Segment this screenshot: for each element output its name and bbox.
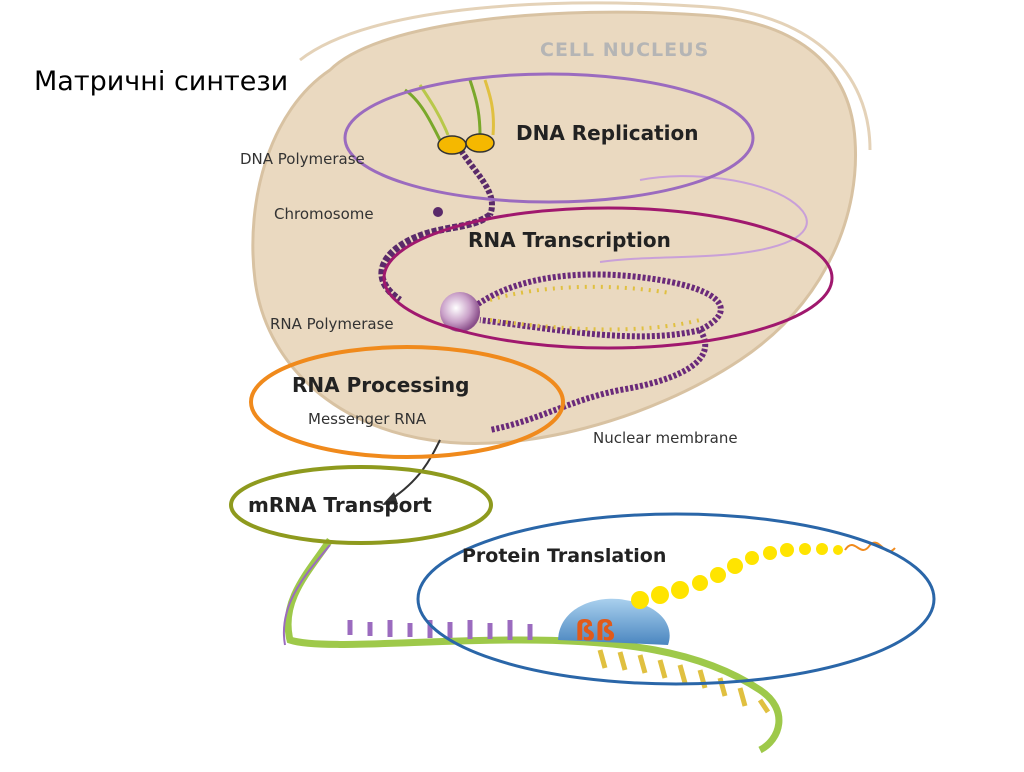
chromosome-label: Chromosome [274, 205, 374, 223]
nuclear-membrane-label: Nuclear membrane [593, 429, 738, 447]
mrna-export-arrowhead [382, 492, 398, 505]
protein-translation-label: Protein Translation [462, 545, 666, 567]
rna-polymerase-label: RNA Polymerase [270, 315, 394, 333]
nucleus-outer-contour [299, 1, 872, 151]
rna-transcription-label: RNA Transcription [468, 228, 671, 252]
transcription-bubble [468, 271, 724, 340]
dna-tail [489, 328, 709, 433]
chromosome-marker [433, 207, 443, 217]
rna-processing-label: RNA Processing [292, 373, 469, 397]
dna-polymerase-enzyme [437, 133, 495, 155]
polypeptide-chain [631, 543, 843, 609]
messenger-rna-label: Messenger RNA [308, 410, 427, 428]
cell-nucleus-label: CELL NUCLEUS [540, 39, 709, 61]
membrane-strand [599, 175, 808, 263]
page-title: Матричні синтези [34, 66, 288, 97]
rna-processing-ring [249, 345, 565, 459]
mrna-transport-ring [229, 465, 493, 545]
dna-replication-ring [343, 72, 755, 204]
trna-molecules: ßß [575, 614, 615, 647]
rna-polymerase-enzyme [440, 292, 480, 332]
dna-polymerase-label: DNA Polymerase [240, 150, 365, 168]
dna-replication-label: DNA Replication [516, 121, 699, 145]
mrna-transport-label: mRNA Transport [248, 493, 432, 517]
cytoplasm-mrna [282, 538, 783, 754]
ribosome [558, 598, 670, 645]
protein-translation-ring [416, 512, 936, 686]
svg-text:ßß: ßß [575, 614, 615, 647]
rna-transcription-ring [382, 206, 834, 350]
